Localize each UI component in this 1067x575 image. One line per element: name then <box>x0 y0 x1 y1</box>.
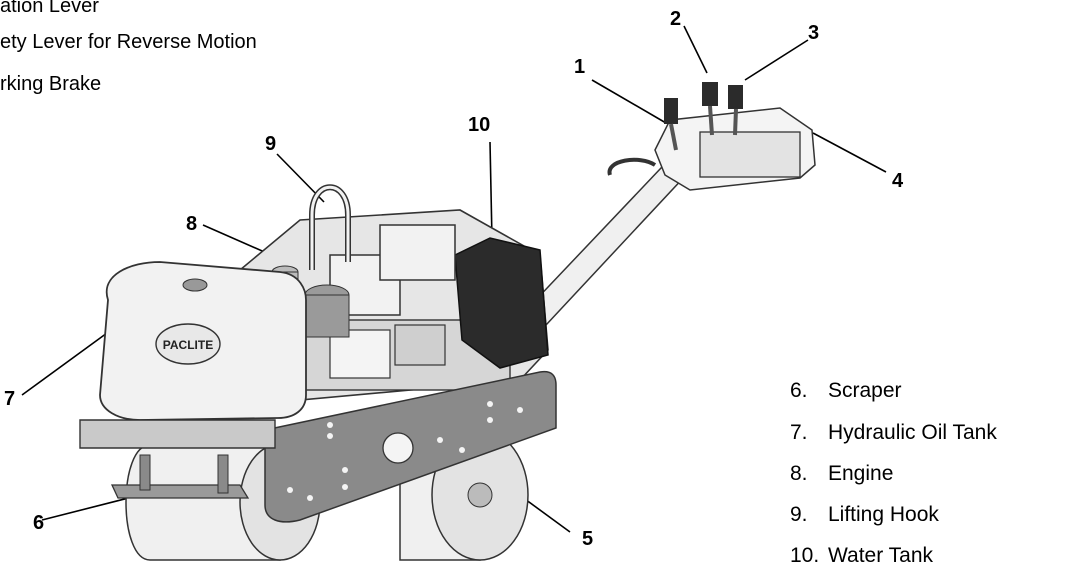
legend-item: 10. Water Tank <box>790 543 933 569</box>
callout-number: 4 <box>892 170 904 192</box>
callout-number: 5 <box>582 528 594 550</box>
top-list-item: ation Lever <box>0 0 99 17</box>
brand-logo: PACLITE <box>163 338 213 352</box>
callout-number: 9 <box>265 133 277 155</box>
legend-item: 9. Lifting Hook <box>790 502 939 528</box>
water-tank <box>454 237 549 369</box>
scraper <box>110 454 250 499</box>
callout-number: 10 <box>468 114 491 136</box>
callout-number: 7 <box>4 388 16 410</box>
top-list-item: ety Lever for Reverse Motion <box>0 31 257 53</box>
legend-item: 6. Scraper <box>790 378 902 404</box>
callout-number: 1 <box>574 56 586 78</box>
legend-number: 10. <box>790 544 820 567</box>
legend-label: Engine <box>828 462 894 485</box>
legend-label: Scraper <box>828 379 902 402</box>
legend-item: 8. Engine <box>790 461 893 487</box>
legend-number: 8. <box>790 462 808 485</box>
legend-label: Water Tank <box>828 544 934 567</box>
handle <box>510 82 816 342</box>
legend-number: 9. <box>790 503 808 526</box>
legend-number: 7. <box>790 421 808 444</box>
callout-number: 6 <box>33 512 45 534</box>
legend-item: 7. Hydraulic Oil Tank <box>790 420 997 446</box>
callout-number: 2 <box>670 8 682 30</box>
top-list-item: rking Brake <box>0 73 102 95</box>
legend-label: Lifting Hook <box>828 503 939 526</box>
legend-number: 6. <box>790 379 808 402</box>
callout-number: 8 <box>186 213 198 235</box>
hydraulic-oil-tank: PACLITE <box>99 261 307 421</box>
callout-number: 3 <box>808 22 820 44</box>
legend-label: Hydraulic Oil Tank <box>828 421 997 444</box>
side-frame <box>79 370 557 523</box>
